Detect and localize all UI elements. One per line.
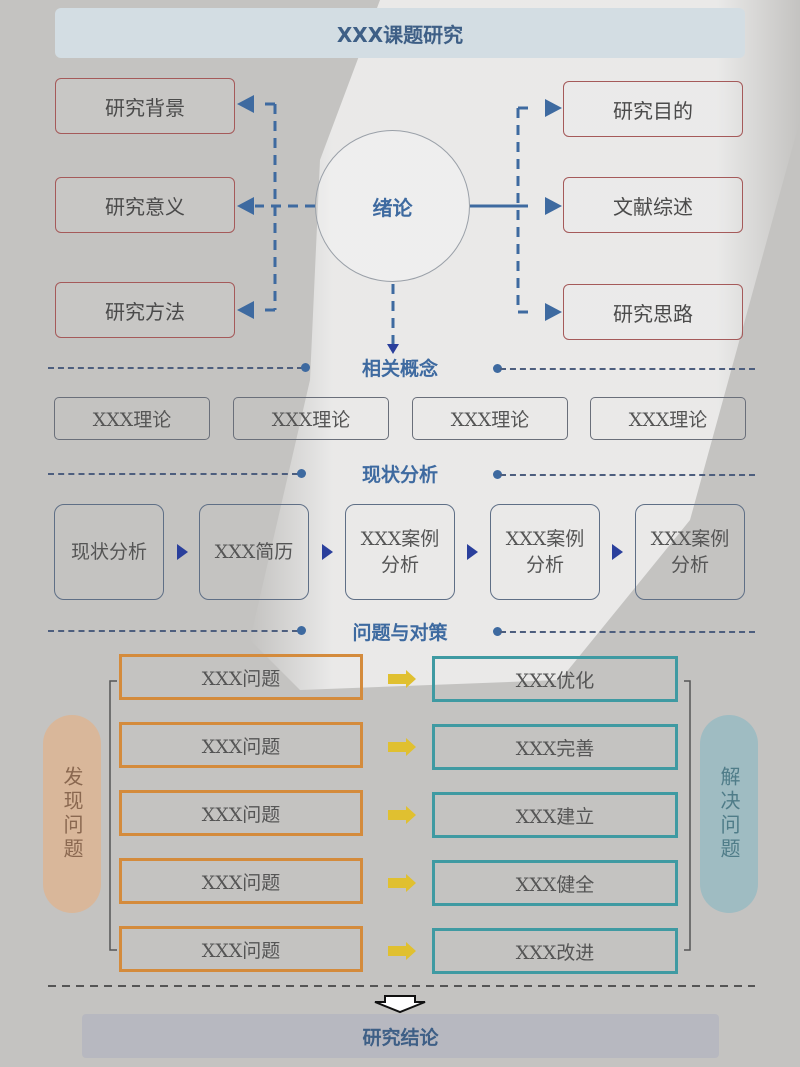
status-box: XXX简历 bbox=[199, 504, 309, 600]
section-title-concepts: 相关概念 bbox=[361, 358, 438, 380]
solution-box: XXX优化 bbox=[432, 656, 678, 702]
issue-box: XXX问题 bbox=[119, 790, 363, 836]
status-box: XXX案例分析 bbox=[635, 504, 745, 600]
divider-dot bbox=[297, 469, 306, 478]
issue-box: XXX问题 bbox=[119, 858, 363, 904]
triangle-right-icon bbox=[322, 544, 333, 560]
issue-box: XXX问题 bbox=[119, 654, 363, 700]
section-title-problems: 问题与对策 bbox=[352, 622, 448, 644]
triangle-right-icon bbox=[467, 544, 478, 560]
arrow-left-icon bbox=[237, 197, 254, 215]
solution-box: XXX健全 bbox=[432, 860, 678, 906]
intro-center-circle: 绪论 bbox=[315, 130, 470, 282]
divider bbox=[48, 473, 298, 475]
status-box: XXX案例分析 bbox=[345, 504, 455, 600]
divider-dot bbox=[493, 627, 502, 636]
theory-box: XXX理论 bbox=[233, 397, 389, 440]
arrow-right-icon bbox=[545, 99, 562, 117]
arrow-right-icon bbox=[388, 670, 416, 688]
issue-box: XXX问题 bbox=[119, 926, 363, 972]
arrow-right-icon bbox=[388, 874, 416, 892]
theory-box: XXX理论 bbox=[590, 397, 746, 440]
box-literature-review: 文献综述 bbox=[563, 177, 743, 233]
arrow-down-hollow-icon bbox=[374, 995, 426, 1014]
divider-dot bbox=[493, 364, 502, 373]
divider bbox=[500, 368, 755, 370]
theory-box: XXX理论 bbox=[412, 397, 568, 440]
theory-box: XXX理论 bbox=[54, 397, 210, 440]
divider-dot bbox=[493, 470, 502, 479]
arrow-down-icon bbox=[387, 344, 399, 354]
arrow-right-icon bbox=[388, 942, 416, 960]
solution-box: XXX建立 bbox=[432, 792, 678, 838]
page-title: XXX课题研究 bbox=[55, 8, 745, 58]
divider bbox=[48, 630, 298, 632]
box-research-method: 研究方法 bbox=[55, 282, 235, 338]
solve-problem-label: 解决问题 bbox=[717, 766, 741, 862]
status-box: XXX案例分析 bbox=[490, 504, 600, 600]
issue-box: XXX问题 bbox=[119, 722, 363, 768]
arrow-right-icon bbox=[545, 303, 562, 321]
arrow-left-icon bbox=[237, 301, 254, 319]
triangle-right-icon bbox=[612, 544, 623, 560]
box-research-approach: 研究思路 bbox=[563, 284, 743, 340]
conclusion-bar: 研究结论 bbox=[82, 1014, 719, 1058]
arrow-right-icon bbox=[388, 738, 416, 756]
arrow-right-icon bbox=[388, 806, 416, 824]
solution-box: XXX改进 bbox=[432, 928, 678, 974]
divider-dot bbox=[297, 626, 306, 635]
intro-connectors bbox=[237, 95, 562, 354]
box-research-purpose: 研究目的 bbox=[563, 81, 743, 137]
arrow-left-icon bbox=[237, 95, 254, 113]
section-title-status: 现状分析 bbox=[361, 464, 438, 486]
box-research-background: 研究背景 bbox=[55, 78, 235, 134]
find-problem-pill: 发现问题 bbox=[43, 715, 101, 913]
box-research-significance: 研究意义 bbox=[55, 177, 235, 233]
status-box: 现状分析 bbox=[54, 504, 164, 600]
divider bbox=[500, 474, 755, 476]
divider bbox=[48, 367, 303, 369]
solve-problem-pill: 解决问题 bbox=[700, 715, 758, 913]
divider bbox=[500, 631, 755, 633]
triangle-right-icon bbox=[177, 544, 188, 560]
solution-box: XXX完善 bbox=[432, 724, 678, 770]
divider-dot bbox=[301, 363, 310, 372]
find-problem-label: 发现问题 bbox=[60, 766, 84, 862]
arrow-right-icon bbox=[545, 197, 562, 215]
